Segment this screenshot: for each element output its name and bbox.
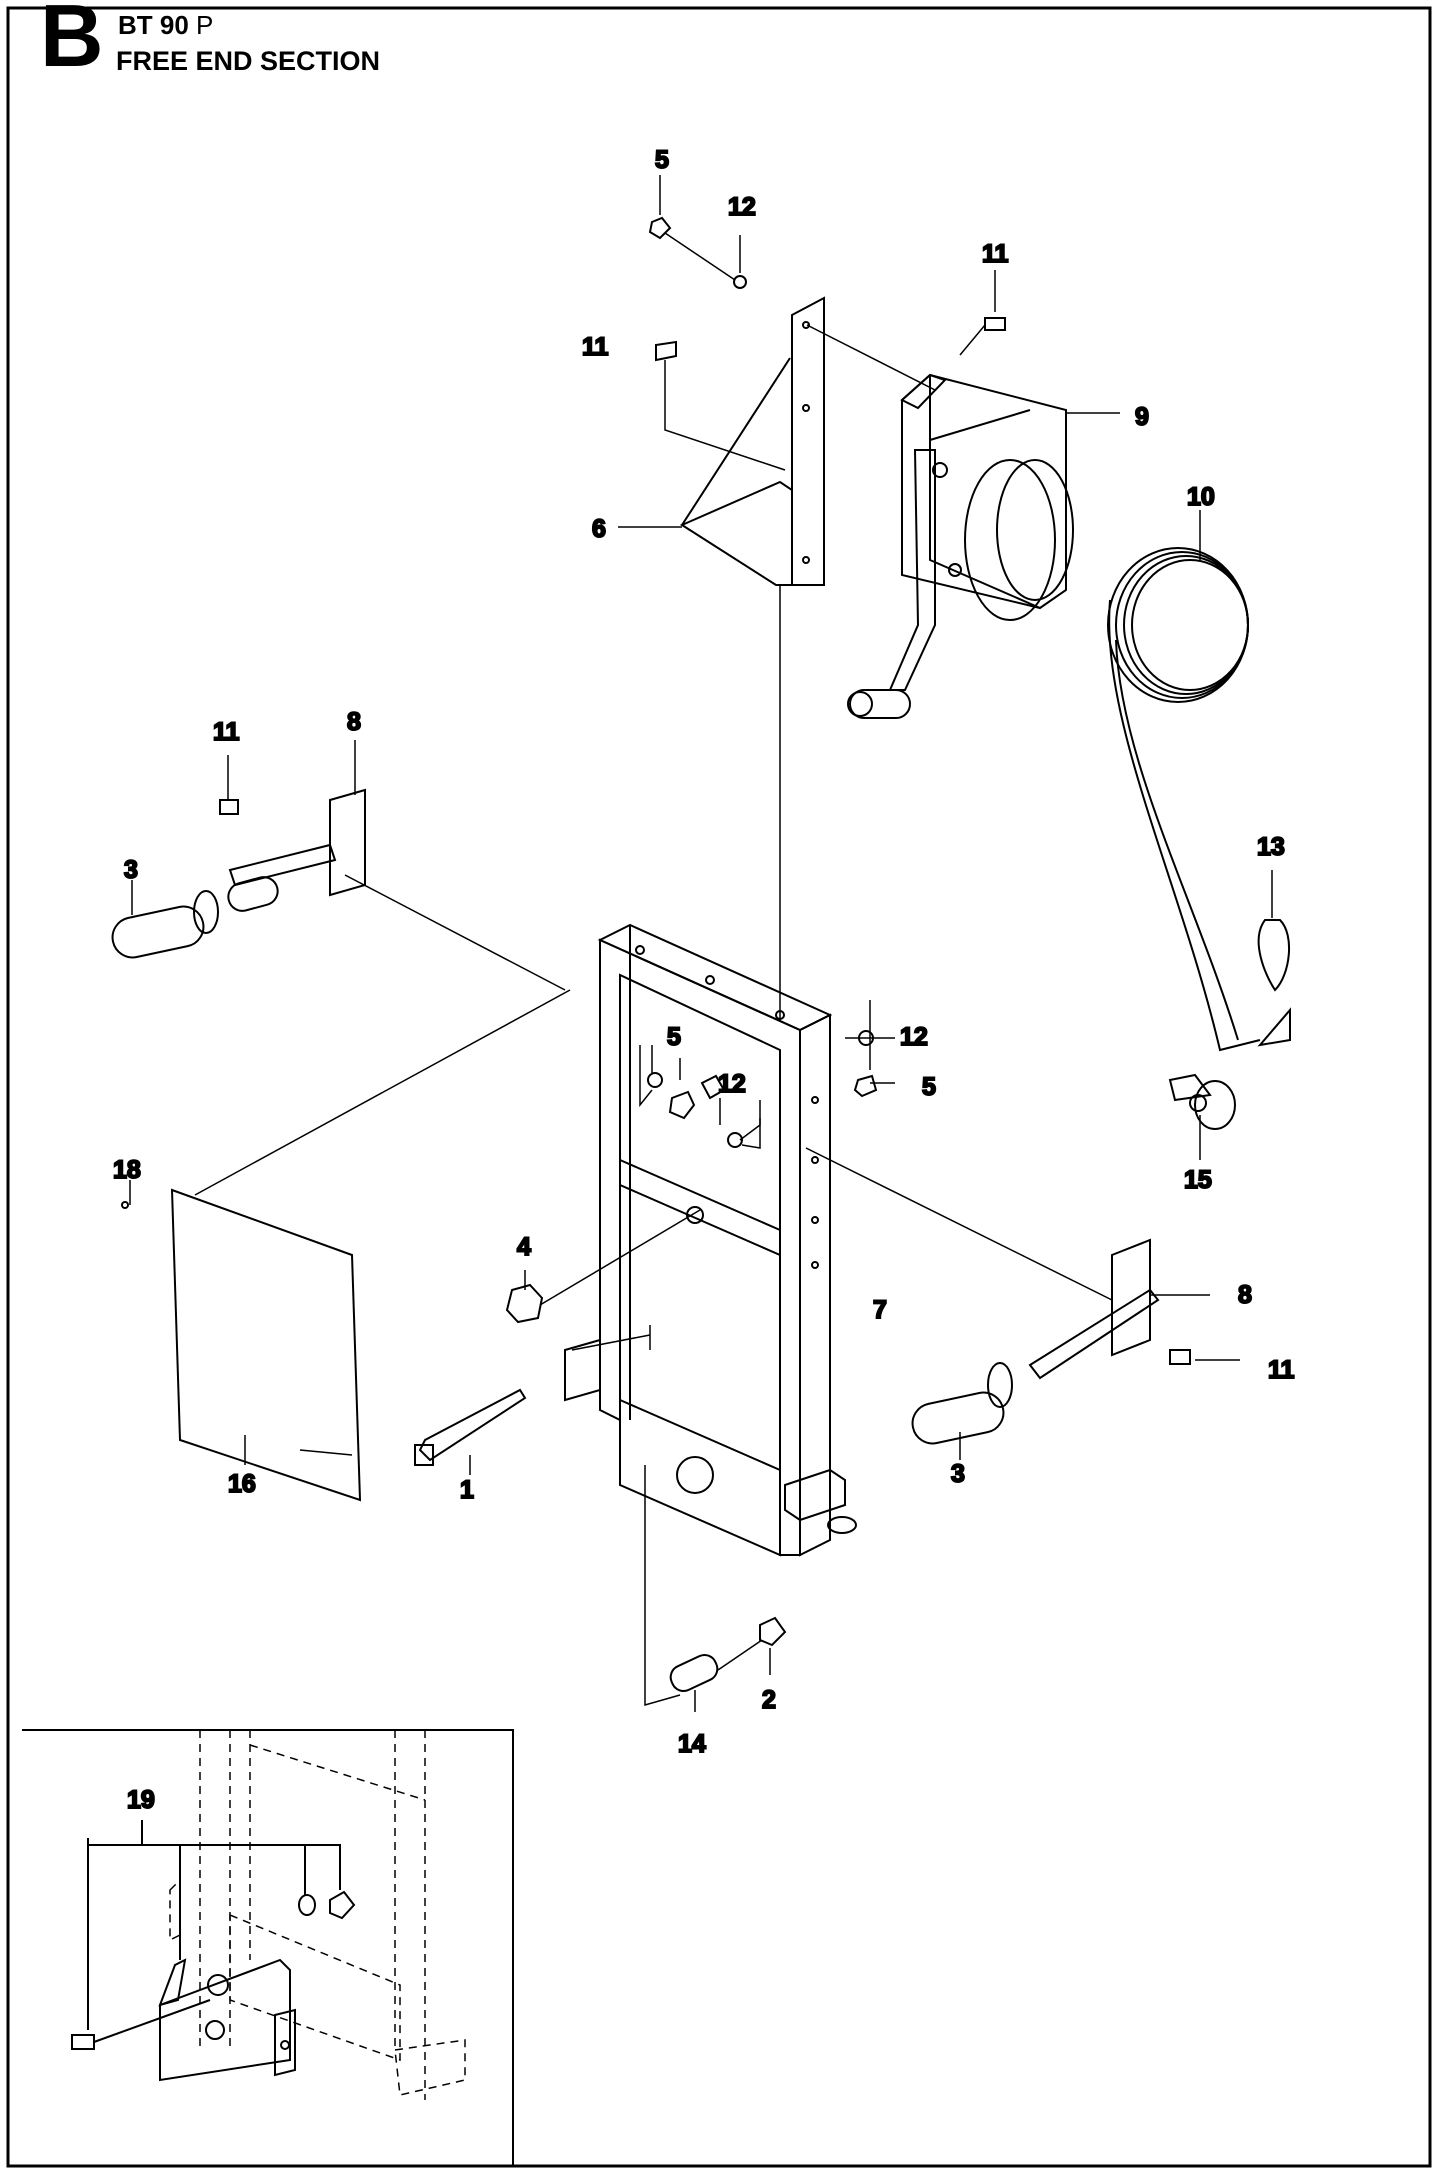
callout-5: 5 [655,146,669,174]
spacer-part-14 [669,1654,719,1692]
callout-4: 4 [517,1233,531,1261]
handle-assembly-left [111,788,366,959]
callout-18: 18 [113,1156,141,1184]
cover-plate-part-16 [170,1188,362,1502]
callout-9: 9 [1135,403,1149,431]
callout-5: 5 [922,1073,936,1101]
callout-11: 11 [582,333,609,361]
callout-8: 8 [1238,1281,1252,1309]
section-title: FREE END SECTION [116,46,381,76]
callout-12: 12 [728,193,756,221]
callout-11: 11 [1268,1356,1295,1384]
model-title: BT 90 P [118,12,213,38]
handle-assembly-right [911,1238,1160,1445]
callout-12: 12 [718,1070,746,1098]
bolt-part-1 [414,1388,527,1466]
pulley-part-15 [1168,1073,1236,1130]
callout-2: 2 [762,1686,776,1714]
callout-13: 13 [1257,833,1285,861]
callout-8: 8 [347,708,361,736]
frame-part-7 [564,923,857,1557]
model-name: BT 90 [118,10,189,40]
callout-10: 10 [1187,483,1215,511]
callout-14: 14 [678,1730,706,1758]
callout-11: 11 [982,240,1009,268]
inset-detail-part-19 [71,1730,466,2100]
callout-15: 15 [1184,1166,1212,1194]
section-letter: B [40,0,104,85]
callout-3: 3 [124,856,138,884]
cable-coil-part-10 [1107,547,1261,1052]
small-fasteners [121,216,1191,1365]
bracket-part-6 [679,296,825,586]
page-border [6,6,1432,2168]
callout-12: 12 [900,1023,928,1051]
callout-1: 1 [460,1476,474,1504]
callout-3: 3 [951,1460,965,1488]
nut-part-2 [759,1616,787,1647]
callout-7: 7 [873,1296,887,1324]
callout-5: 5 [667,1023,681,1051]
carabiner-part-13 [1257,919,1291,1047]
model-suffix: P [196,10,214,40]
callout-6: 6 [592,515,606,543]
inset-frame [22,1729,514,2166]
callout-11: 11 [213,718,240,746]
leader-lines [129,175,1273,1712]
winch-part-9 [847,373,1074,719]
callout-16: 16 [228,1470,256,1498]
nut-part-4 [505,1283,544,1324]
callout-19: 19 [127,1786,155,1814]
